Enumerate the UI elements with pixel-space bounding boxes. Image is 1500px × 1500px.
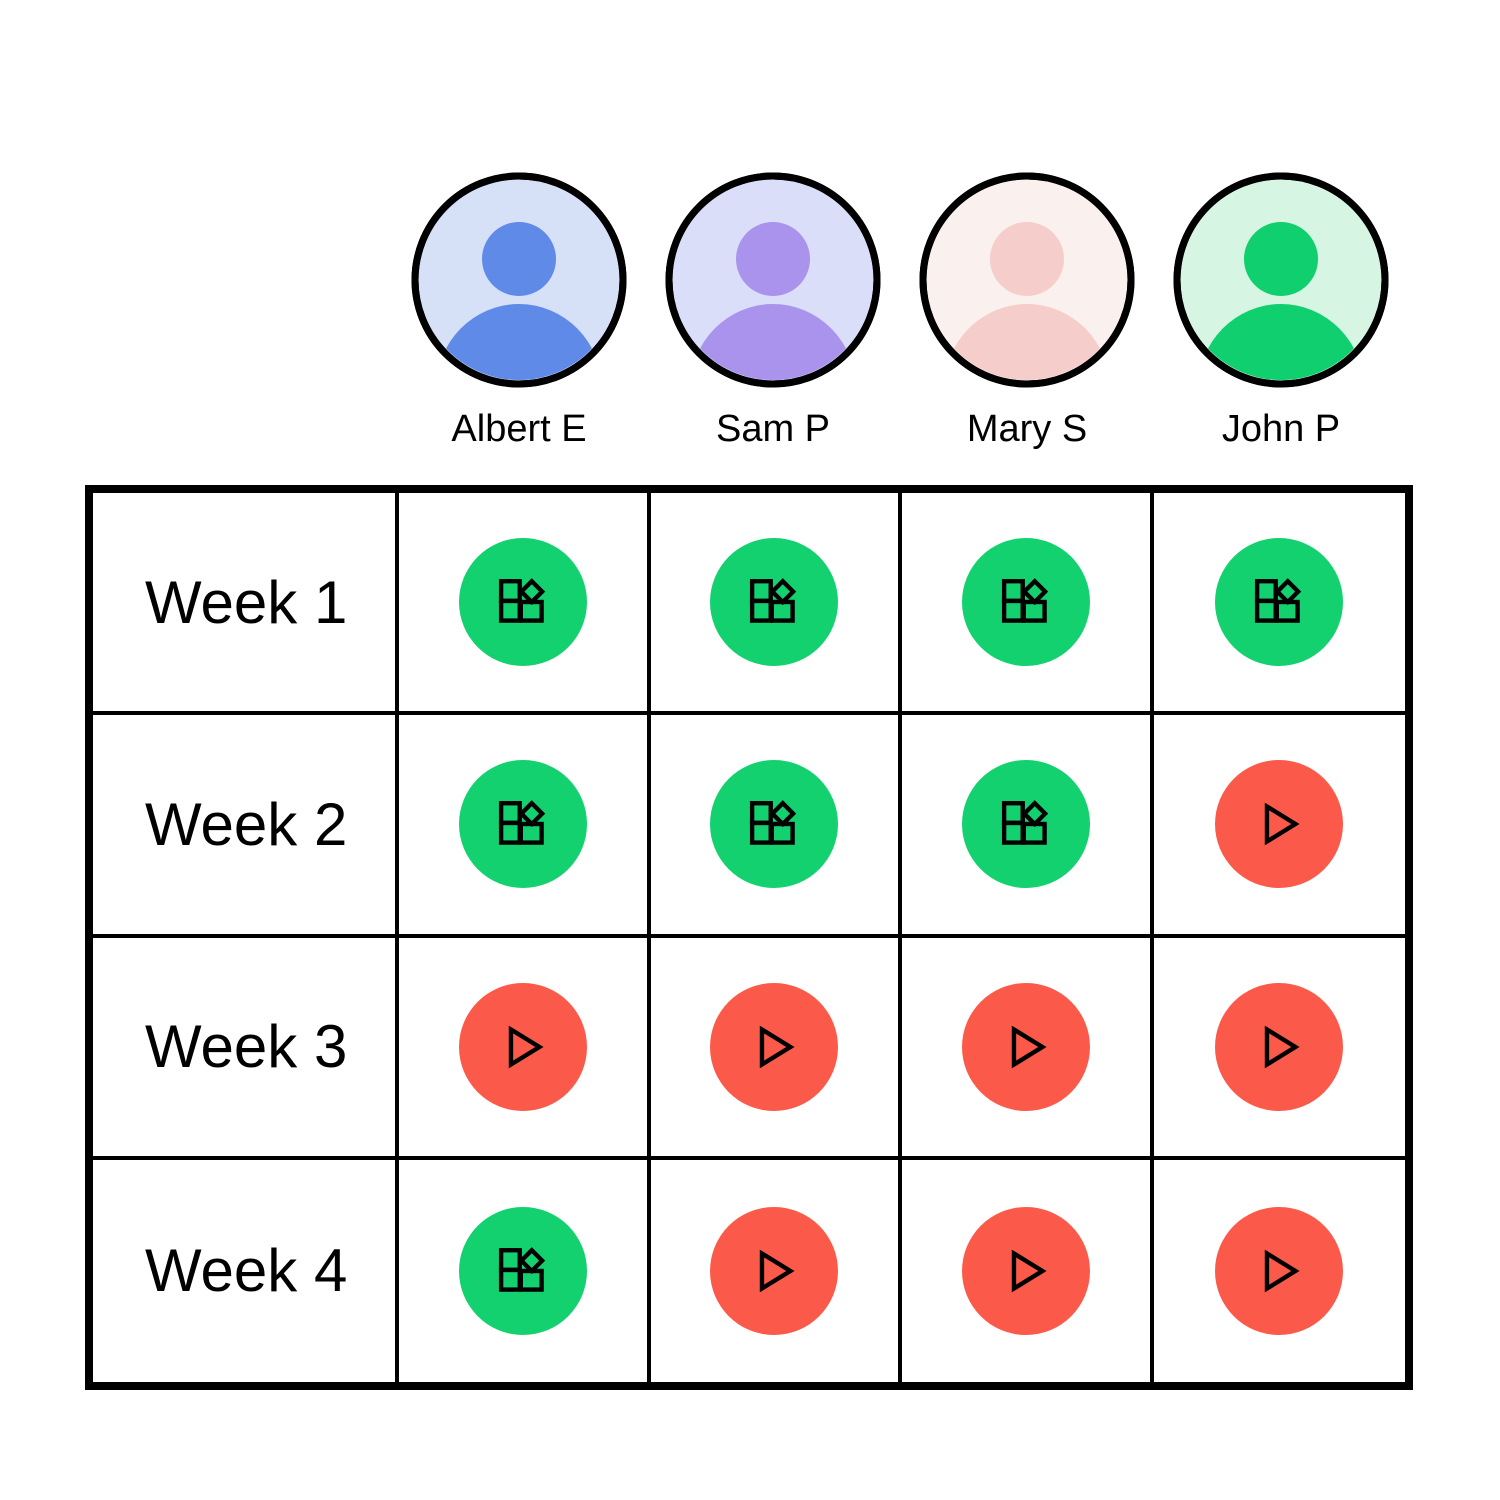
status-circle [1215,1206,1344,1335]
status-circle [458,760,587,889]
person-sam: Sam P [646,172,900,448]
play-icon [1011,1249,1047,1293]
status-cell [650,493,902,716]
play-icon [1265,1249,1300,1293]
status-circle [710,760,839,889]
status-circle [458,1206,587,1335]
play-icon [760,1249,795,1293]
status-circle [1215,538,1344,667]
week-label: Week 2 [93,715,399,938]
status-cell [902,493,1154,716]
play-icon [508,1025,544,1069]
blocks-icon [750,578,797,623]
play-icon [1011,1025,1047,1069]
blocks-icon [1001,800,1048,846]
person-name: John P [1221,408,1341,450]
status-circle [961,982,1090,1111]
status-cell [399,1159,651,1382]
person-name: Albert E [451,408,587,450]
week-label: Week 1 [93,493,399,716]
play-icon [1265,802,1300,846]
status-cell [1153,937,1405,1160]
status-circle [961,538,1090,667]
person-john: John P [1154,172,1408,448]
blocks-icon [498,800,545,846]
play-icon [1265,1025,1300,1069]
person-icon [436,222,602,380]
blocks-icon [750,800,797,846]
status-circle [710,982,839,1111]
avatar [411,172,627,388]
week-label: Week 3 [93,937,399,1160]
status-cell [650,715,902,938]
avatar [1173,172,1389,388]
status-circle [710,538,839,667]
week-label: Week 4 [93,1159,399,1382]
status-cell [902,937,1154,1160]
person-icon [690,222,856,380]
person-albert: Albert E [392,172,646,448]
status-circle [458,538,587,667]
blocks-icon [1255,578,1302,623]
status-cell [399,715,651,938]
person-name: Sam P [715,408,831,450]
avatar [665,172,881,388]
person-mary: Mary S [900,172,1154,448]
status-circle [458,982,587,1111]
status-circle [1215,760,1344,889]
person-icon [944,222,1110,380]
status-circle [961,1206,1090,1335]
status-circle [961,760,1090,889]
status-cell [1153,715,1405,938]
blocks-icon [498,1247,545,1292]
status-circle [710,1206,839,1335]
status-circle [1215,982,1344,1111]
status-cell [399,937,651,1160]
status-cell [399,493,651,716]
play-icon [760,1025,795,1069]
status-cell [902,715,1154,938]
people-header: Albert E Sam P [392,172,1408,448]
week-status-table: Week 1 Week 2 [85,485,1413,1390]
status-cell [650,1159,902,1382]
person-name: Mary S [966,408,1088,450]
status-cell [650,937,902,1160]
status-cell [1153,1159,1405,1382]
blocks-icon [1001,578,1048,623]
status-cell [1153,493,1405,716]
person-icon [1198,222,1364,380]
blocks-icon [498,578,545,623]
status-cell [902,1159,1154,1382]
avatar [919,172,1135,388]
